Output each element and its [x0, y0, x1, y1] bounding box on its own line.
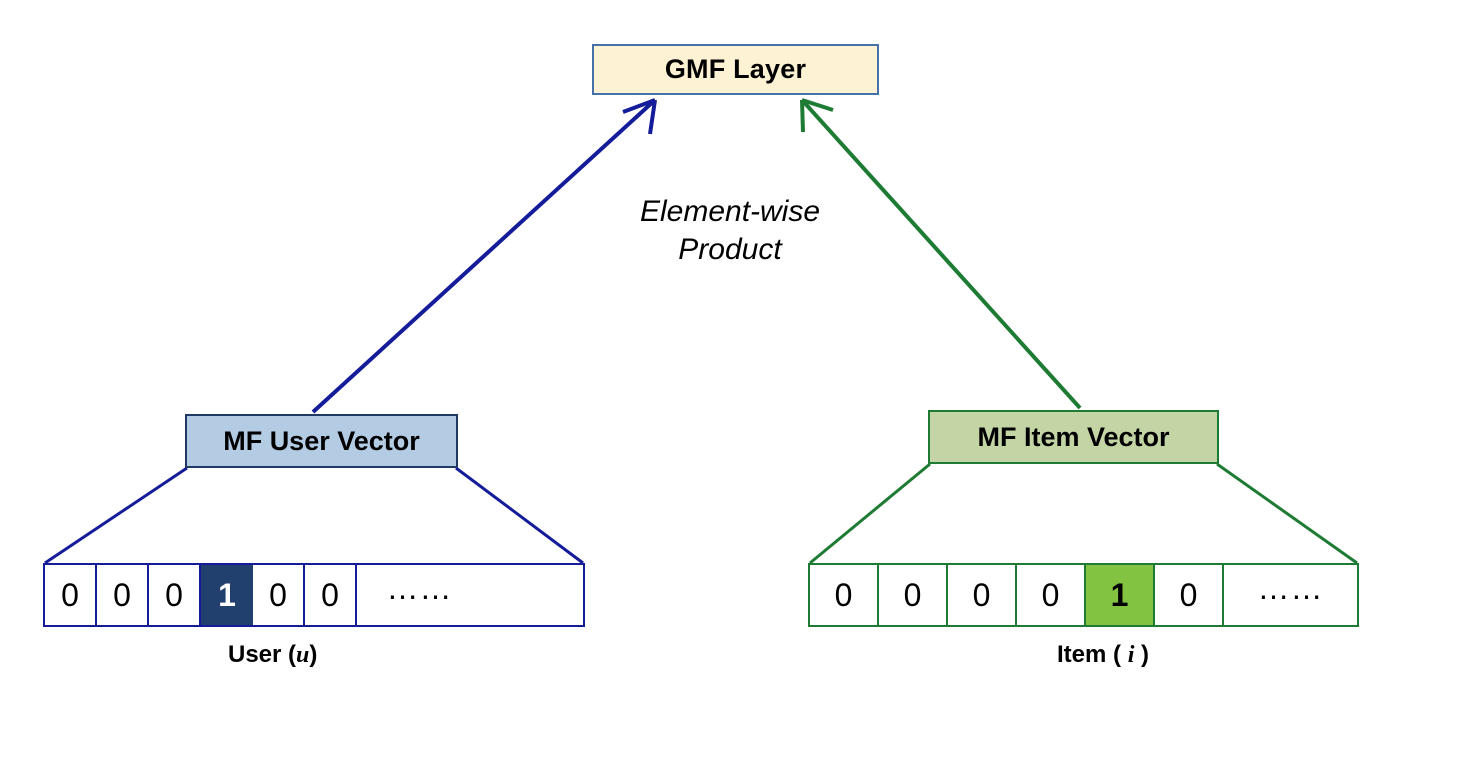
user-onehot-vector: 0 0 0 1 0 0 …… — [43, 563, 585, 627]
user-caption-suffix: ) — [309, 641, 318, 668]
item-caption-symbol: i — [1127, 642, 1135, 668]
item-onehot-cell-ellipsis[interactable]: …… — [1224, 565, 1357, 625]
gmf-layer-label: GMF Layer — [664, 54, 807, 84]
user-caption: User (u) — [228, 641, 317, 669]
item-onehot-vector: 0 0 0 0 1 0 …… — [808, 563, 1359, 627]
mf-user-vector-label: MF User Vector — [223, 425, 420, 456]
user-onehot-cell-2[interactable]: 0 — [149, 565, 201, 625]
item-caption-prefix: Item ( — [1057, 641, 1128, 668]
item-onehot-cell-1[interactable]: 0 — [879, 565, 948, 625]
user-onehot-cell-1[interactable]: 0 — [97, 565, 149, 625]
item-caption: Item ( i ) — [1057, 641, 1149, 669]
element-wise-product-label: Element-wise Product — [600, 193, 860, 270]
user-onehot-cell-4[interactable]: 0 — [253, 565, 305, 625]
user-onehot-cell-ellipsis[interactable]: …… — [357, 565, 482, 625]
user-onehot-cell-3-active[interactable]: 1 — [201, 565, 253, 625]
user-onehot-cell-0[interactable]: 0 — [45, 565, 97, 625]
element-wise-product-line2: Product — [678, 233, 782, 267]
item-onehot-cell-4-active[interactable]: 1 — [1086, 565, 1155, 625]
mf-user-vector-box[interactable]: MF User Vector — [185, 414, 458, 468]
item-onehot-cell-3[interactable]: 0 — [1017, 565, 1086, 625]
item-caption-suffix: ) — [1134, 641, 1150, 668]
item-onehot-cell-0[interactable]: 0 — [810, 565, 879, 625]
item-onehot-cell-5[interactable]: 0 — [1155, 565, 1224, 625]
gmf-layer-box[interactable]: GMF Layer — [592, 44, 879, 95]
user-onehot-cell-5[interactable]: 0 — [305, 565, 357, 625]
item-onehot-cell-2[interactable]: 0 — [948, 565, 1017, 625]
user-caption-symbol: u — [296, 642, 310, 668]
mf-item-vector-label: MF Item Vector — [977, 421, 1170, 452]
user-caption-prefix: User ( — [228, 641, 297, 668]
mf-item-vector-box[interactable]: MF Item Vector — [928, 410, 1219, 464]
user-funnel — [44, 466, 584, 565]
item-funnel — [809, 462, 1358, 565]
element-wise-product-line1: Element-wise — [639, 195, 821, 228]
